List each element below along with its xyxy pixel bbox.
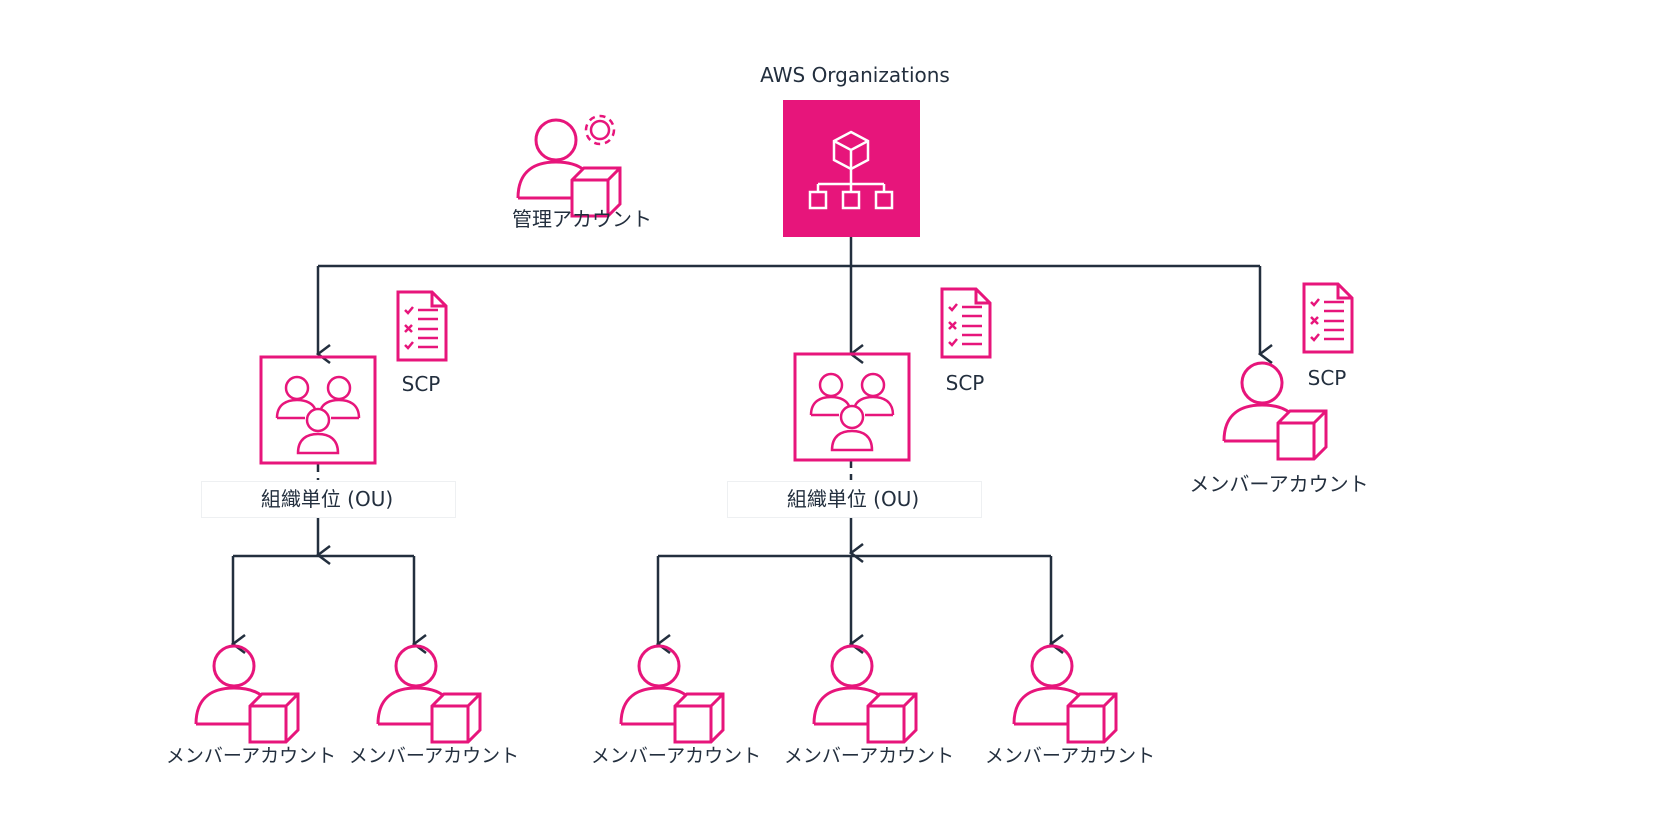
ou-label-box-1 <box>201 481 456 518</box>
connector-lines <box>233 237 1260 644</box>
scp-document-icon-3 <box>1302 282 1354 354</box>
member-account-label-5: メンバーアカウント <box>984 745 1156 767</box>
member-account-label-direct: メンバーアカウント <box>1189 472 1369 496</box>
ou-icon-1 <box>259 355 377 465</box>
scp-label-1: SCP <box>401 372 441 396</box>
member-account-label-2: メンバーアカウント <box>348 745 520 767</box>
ou-label-2: 組織単位 (OU) <box>786 487 920 511</box>
management-account-icon <box>516 114 622 218</box>
member-account-label-4: メンバーアカウント <box>783 745 955 767</box>
scp-document-icon-2 <box>940 287 992 359</box>
member-account-icon-1 <box>194 644 300 744</box>
scp-document-icon-1 <box>396 290 448 362</box>
scp-label-2: SCP <box>945 371 985 395</box>
aws-organizations-icon <box>783 100 920 237</box>
member-account-icon-2 <box>376 644 482 744</box>
member-account-label-3: メンバーアカウント <box>590 745 762 767</box>
ou-icon-2 <box>793 352 911 462</box>
management-account-label: 管理アカウント <box>512 207 652 231</box>
ou-label-box-2 <box>727 481 982 518</box>
member-account-icon-4 <box>812 644 918 744</box>
member-account-icon-3 <box>619 644 725 744</box>
ou-label-1: 組織単位 (OU) <box>260 487 394 511</box>
member-account-label-1: メンバーアカウント <box>165 745 337 767</box>
scp-label-3: SCP <box>1307 366 1347 390</box>
aws-organizations-label: AWS Organizations <box>760 63 950 87</box>
member-account-icon-5 <box>1012 644 1118 744</box>
gear-icon <box>584 114 616 146</box>
